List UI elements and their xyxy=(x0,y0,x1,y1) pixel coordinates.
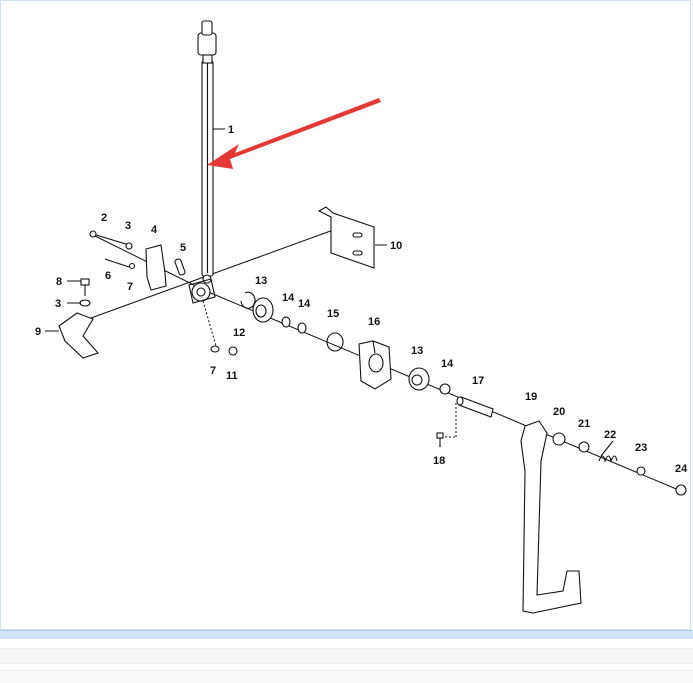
callout-24: 24 xyxy=(675,463,688,475)
callout-13b: 13 xyxy=(411,345,423,357)
callout-7: 7 xyxy=(127,281,133,293)
part-washer-14a xyxy=(281,316,291,328)
part-cover-9 xyxy=(58,312,99,359)
callout-22: 22 xyxy=(604,429,616,441)
part-bearing-13 xyxy=(252,297,274,323)
axis-line-dashed-down xyxy=(202,300,217,347)
footer-bar xyxy=(0,630,693,639)
part-pedal-19 xyxy=(520,420,582,614)
part-spring-22 xyxy=(598,440,618,463)
callout-12: 12 xyxy=(233,327,245,339)
part-nut-24 xyxy=(675,484,687,496)
part-circlip-12 xyxy=(240,291,256,309)
footer-row-2 xyxy=(0,670,693,683)
callout-2: 2 xyxy=(101,212,107,224)
part-shaft-17 xyxy=(456,396,494,418)
part-washer-23 xyxy=(636,466,646,476)
part-washer-14b xyxy=(297,322,307,334)
part-washer-21 xyxy=(578,441,590,453)
callout-13: 13 xyxy=(255,275,267,287)
callout-23: 23 xyxy=(635,442,647,454)
part-washer-3 xyxy=(125,242,133,250)
callout-15: 15 xyxy=(327,308,339,320)
callout-8: 8 xyxy=(56,276,62,288)
part-housing-16 xyxy=(358,340,392,390)
callout-14c: 14 xyxy=(441,358,454,370)
part-bracket-4 xyxy=(145,244,167,291)
callout-4: 4 xyxy=(151,224,158,236)
callout-18: 18 xyxy=(433,455,445,467)
exploded-parts-diagram: 1 2 3 4 5 6 7 3 8 9 10 11 7 12 13 14 14 … xyxy=(35,20,688,614)
part-hub xyxy=(188,278,216,304)
axis-line-left xyxy=(68,228,337,327)
callout-17: 17 xyxy=(472,375,484,387)
part-washer-7b xyxy=(210,345,220,353)
callout-7b: 7 xyxy=(210,365,216,377)
callout-5: 5 xyxy=(180,242,186,254)
part-washer-3b xyxy=(79,299,91,307)
part-rod xyxy=(197,20,217,284)
part-washer-7 xyxy=(128,262,136,270)
part-screw-8 xyxy=(80,278,90,286)
part-bearing-13b xyxy=(408,367,430,391)
part-screw-6 xyxy=(104,258,130,268)
red-arrow-icon xyxy=(207,98,381,169)
footer-row xyxy=(0,648,693,664)
part-nut-11 xyxy=(228,346,238,356)
part-bolt-2 xyxy=(89,230,130,246)
callout-14b: 14 xyxy=(298,298,311,310)
callout-19: 19 xyxy=(525,391,537,403)
part-bracket-10 xyxy=(317,206,375,269)
callout-1: 1 xyxy=(228,124,234,136)
part-pin-5 xyxy=(174,258,186,276)
callout-3b: 3 xyxy=(55,298,61,310)
callout-9: 9 xyxy=(35,326,41,338)
callout-20: 20 xyxy=(553,406,565,418)
callout-6: 6 xyxy=(105,270,111,282)
callout-14a: 14 xyxy=(282,292,295,304)
callout-21: 21 xyxy=(578,418,590,430)
part-washer-20 xyxy=(552,432,566,446)
callout-16: 16 xyxy=(368,316,380,328)
callout-10: 10 xyxy=(390,240,402,252)
callout-3: 3 xyxy=(125,220,131,232)
callout-11: 11 xyxy=(226,370,238,382)
part-washer-14c xyxy=(439,383,451,395)
part-ring-15 xyxy=(326,332,344,352)
diagram-frame: 1 2 3 4 5 6 7 3 8 9 10 11 7 12 13 14 14 … xyxy=(0,0,691,630)
part-screw-18 xyxy=(436,432,444,447)
